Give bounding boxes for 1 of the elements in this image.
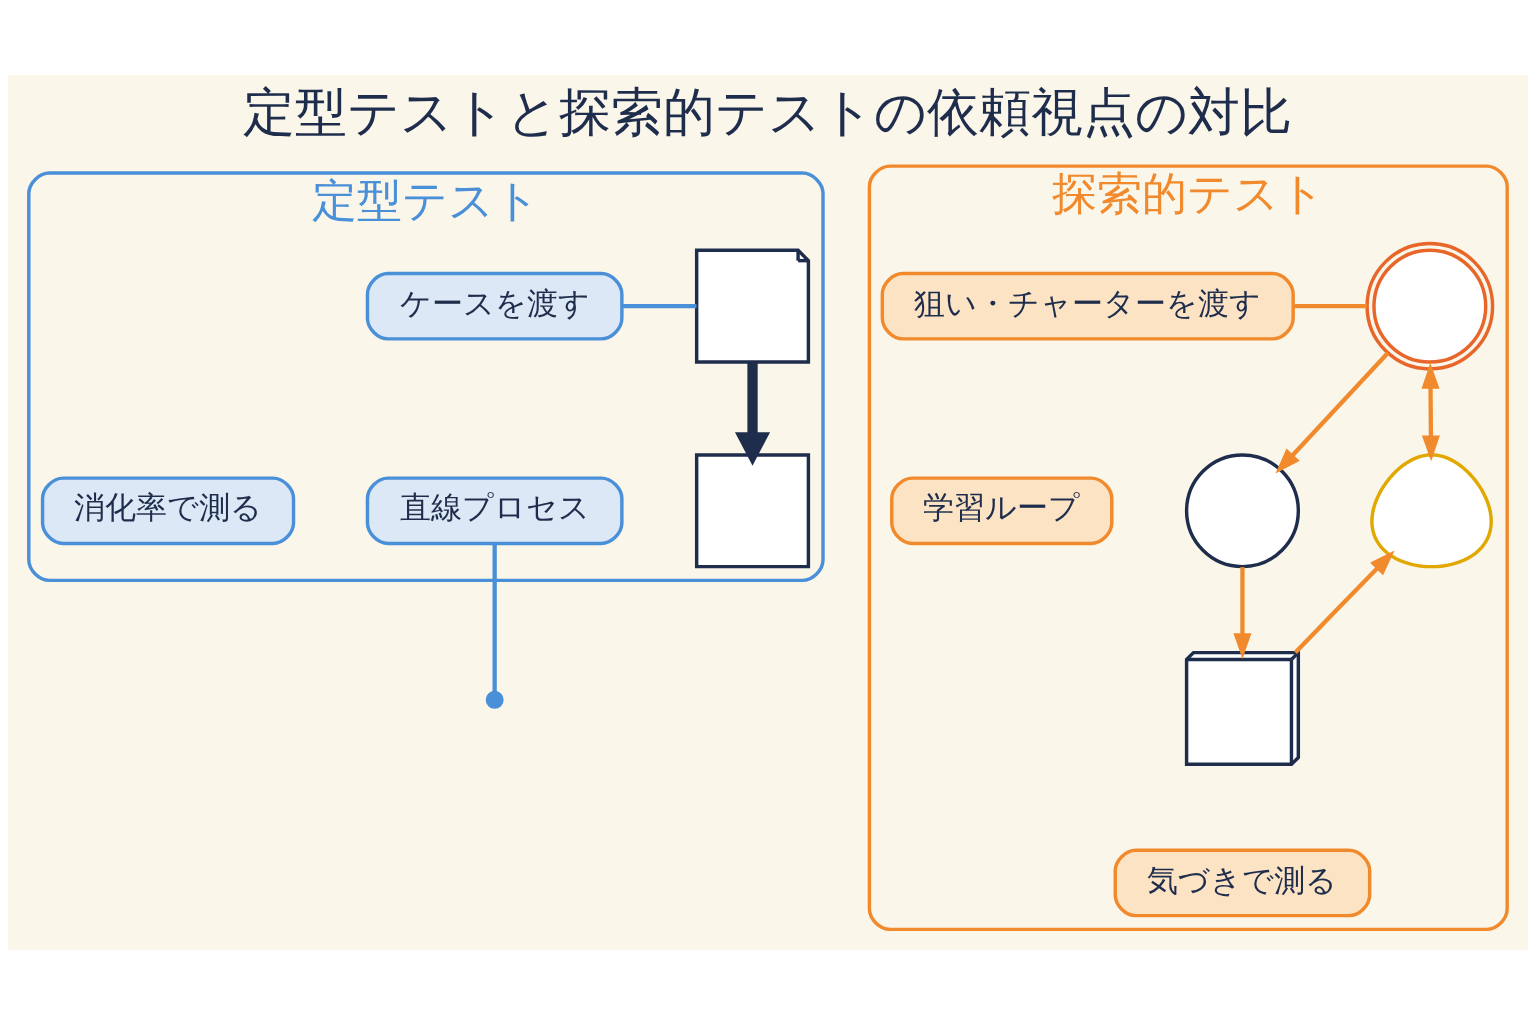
diagram-title: 定型テストと探索的テストの依頼視点の対比 [243,81,1293,142]
